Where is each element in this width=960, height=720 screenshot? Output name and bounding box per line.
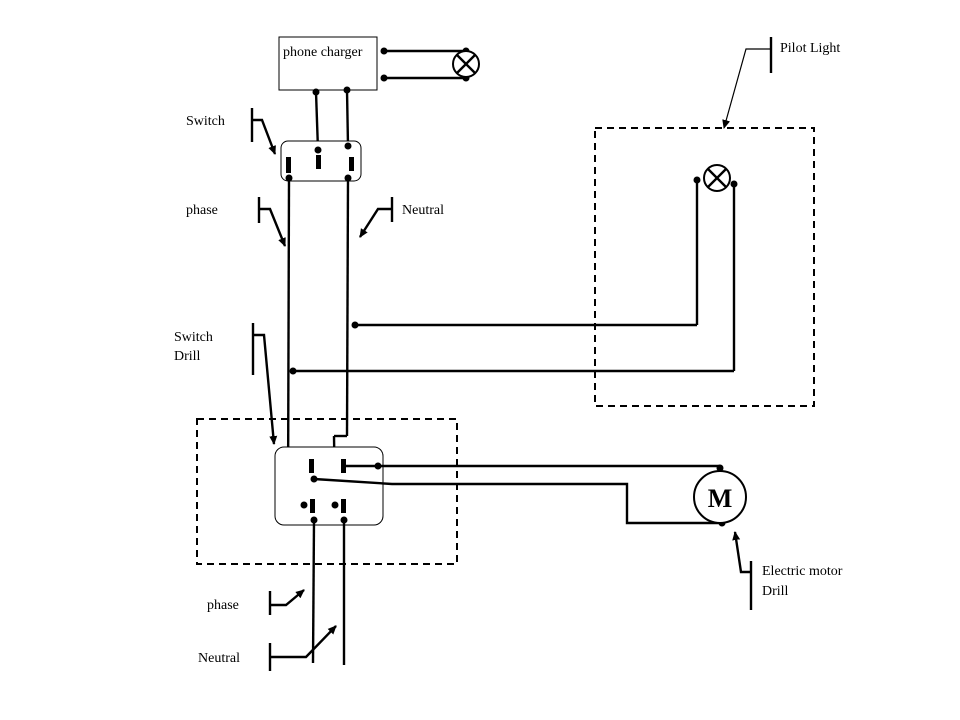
phase-top-label: phase bbox=[186, 203, 218, 218]
neutral-bottom-label: Neutral bbox=[198, 651, 240, 666]
drill-switch bbox=[274, 446, 384, 526]
motor-label-line1: Electric motor bbox=[762, 564, 843, 579]
phase-top-callout: phase bbox=[186, 197, 287, 247]
switch-drill-label-line2: Drill bbox=[174, 349, 201, 364]
drill-switch-enclosure bbox=[196, 418, 458, 565]
pilot-light-enclosure bbox=[594, 127, 815, 407]
pilot-light-branch bbox=[289, 176, 738, 375]
phone-charger-label: phone charger bbox=[283, 45, 363, 60]
charger-input-wires bbox=[312, 86, 351, 151]
switch-drill-callout: Switch Drill bbox=[174, 323, 278, 445]
top-switch bbox=[280, 140, 362, 182]
motor-callout: Electric motor Drill bbox=[732, 531, 843, 610]
pilot-light-label: Pilot Light bbox=[780, 41, 840, 56]
pilot-lamp-icon bbox=[703, 164, 731, 192]
switch-label: Switch bbox=[186, 114, 225, 129]
neutral-top-callout: Neutral bbox=[358, 197, 444, 238]
neutral-bottom-callout: Neutral bbox=[198, 625, 337, 671]
motor-symbol: M bbox=[708, 484, 733, 513]
switch-callout: Switch bbox=[186, 108, 277, 155]
phone-charger: phone charger bbox=[278, 36, 378, 91]
charger-lamp-icon bbox=[452, 50, 480, 78]
phase-bottom-callout: phase bbox=[207, 589, 305, 615]
motor-label-line2: Drill bbox=[762, 584, 789, 599]
motor-icon: M bbox=[693, 470, 747, 524]
pilot-light-callout: Pilot Light bbox=[722, 37, 840, 129]
supply-wires bbox=[311, 519, 346, 665]
phase-bottom-label: phase bbox=[207, 598, 239, 613]
switch-drill-label-line1: Switch bbox=[174, 330, 213, 345]
neutral-top-label: Neutral bbox=[402, 203, 444, 218]
